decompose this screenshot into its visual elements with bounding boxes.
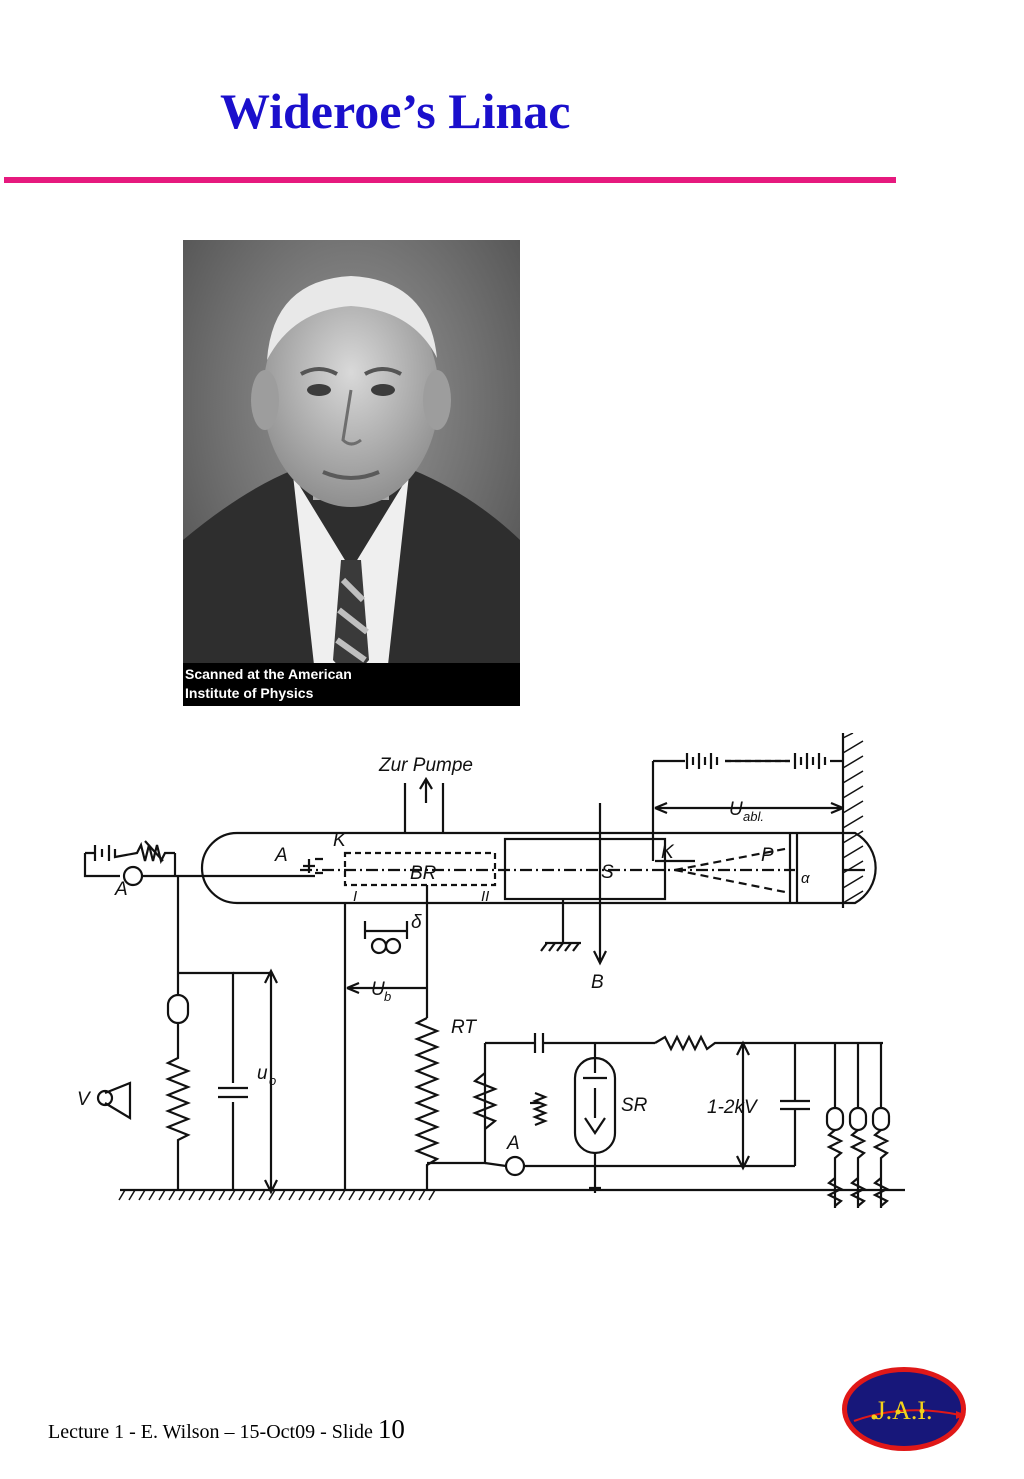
logo-text: J.A.I. — [875, 1396, 932, 1425]
label-anode: A — [274, 845, 288, 866]
photo-caption: Scanned at the American Institute of Phy… — [183, 663, 520, 706]
label-u-b: U — [371, 979, 385, 1000]
label-u-0: u — [257, 1063, 268, 1084]
label-cathode-left: K — [333, 830, 347, 851]
jai-logo: J.A.I. — [842, 1367, 966, 1451]
label-voltmeter: V — [77, 1089, 92, 1110]
label-alpha: α — [801, 870, 810, 887]
label-plate: P — [761, 845, 774, 866]
label-gap-ii: II — [481, 888, 489, 905]
portrait-image — [183, 240, 520, 706]
label-u-b-sub: b — [384, 989, 391, 1004]
footer-text: Lecture 1 - E. Wilson – 15-Oct09 - Slide — [48, 1421, 373, 1443]
label-u-abl-sub: abl. — [743, 809, 764, 824]
label-drift-tube: BR — [410, 863, 437, 884]
caption-line-1: Scanned at the American — [185, 666, 352, 682]
slide-title: Wideroe’s Linac — [220, 83, 571, 139]
label-u-0-sub: o — [269, 1073, 276, 1088]
label-1-2kv: 1-2kV — [707, 1097, 759, 1118]
label-cathode-right: K — [661, 842, 675, 863]
label-sr: SR — [621, 1095, 648, 1116]
label-beam: B — [591, 972, 604, 993]
label-slit: S — [601, 862, 614, 883]
label-ammeter-bottom: A — [506, 1133, 520, 1154]
slide-number: 10 — [377, 1414, 405, 1444]
linac-schematic: Zur Pumpe U abl. A K BR I II S K P α A δ… — [77, 733, 905, 1208]
label-delta: δ — [411, 912, 422, 933]
label-zur-pumpe: Zur Pumpe — [378, 755, 473, 776]
label-gap-i: I — [353, 888, 357, 905]
slide-footer: Lecture 1 - E. Wilson – 15-Oct09 - Slide… — [48, 1414, 405, 1445]
portrait-photo: Scanned at the American Institute of Phy… — [183, 240, 520, 706]
label-rt: RT — [451, 1017, 477, 1038]
caption-line-2: Institute of Physics — [185, 685, 314, 701]
title-divider — [4, 177, 896, 183]
label-u-abl: U — [729, 799, 743, 820]
label-ammeter-left: A — [114, 879, 128, 900]
